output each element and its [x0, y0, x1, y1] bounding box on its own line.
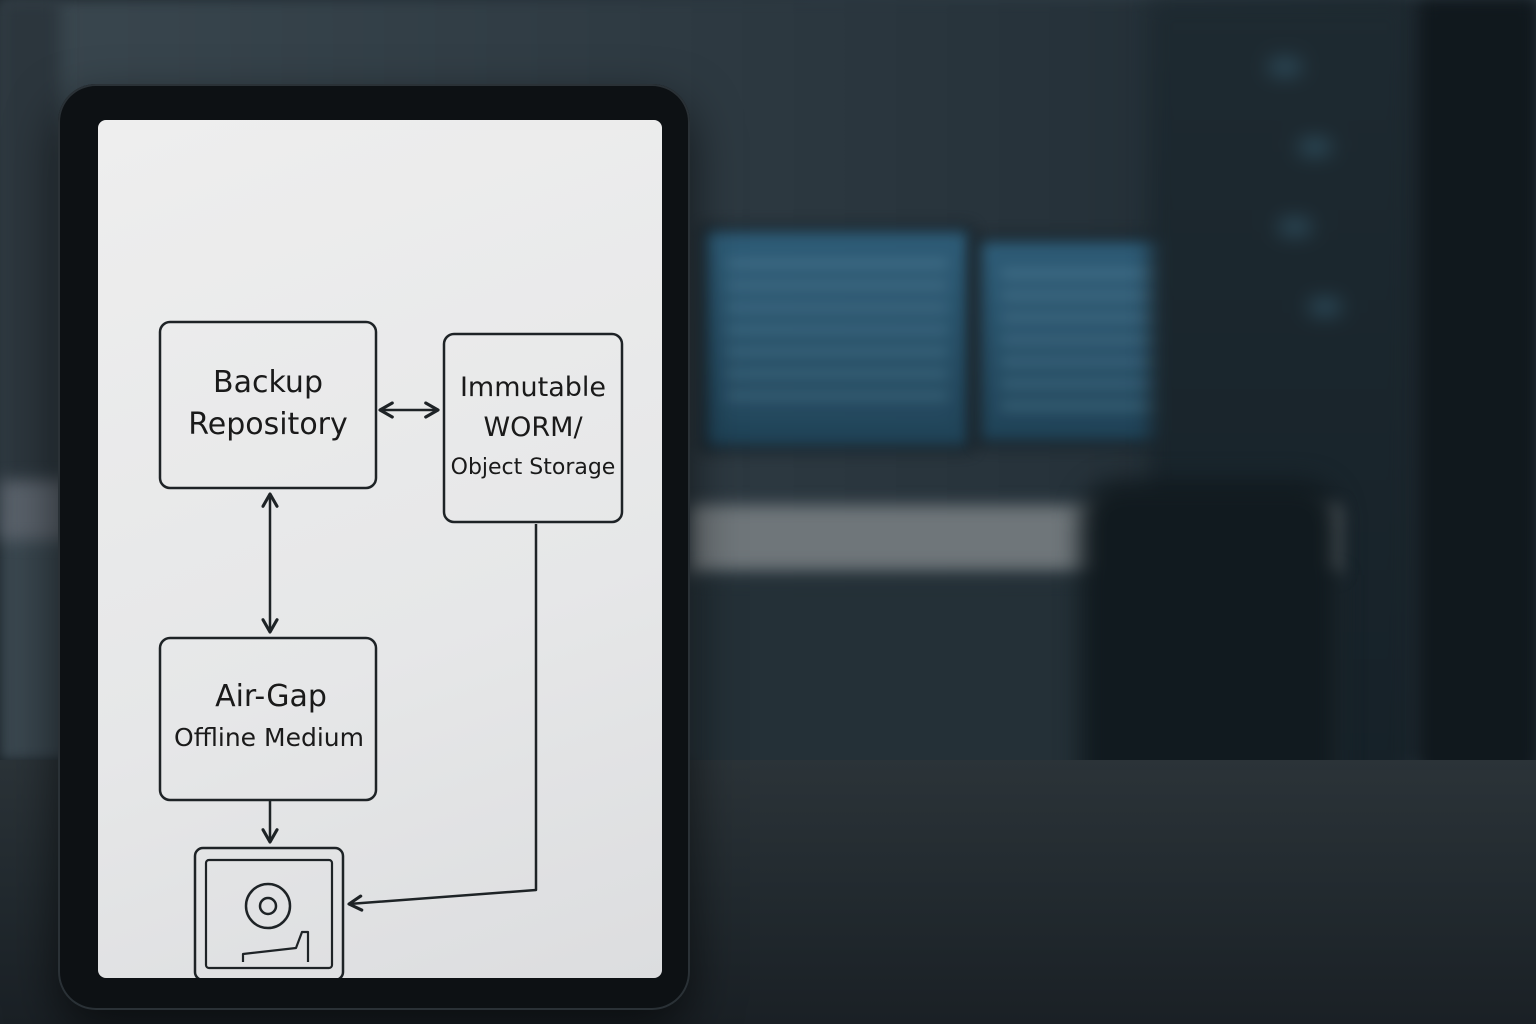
background-window: [0, 0, 60, 520]
node-air-gap[interactable]: Air-Gap Offline Medium: [158, 636, 378, 802]
node-immutable-storage[interactable]: Immutable WORM/ Object Storage: [442, 332, 624, 524]
background-monitor-left: [700, 225, 974, 452]
node-backup-repository[interactable]: Backup Repository: [158, 320, 378, 490]
tablet-device: Backup Repository Immutable WORM/ Object…: [58, 84, 690, 1010]
backup-architecture-diagram: Backup Repository Immutable WORM/ Object…: [158, 320, 624, 978]
backup-label-line1: Backup: [213, 365, 323, 400]
airgap-label-line1: Air-Gap: [215, 679, 327, 714]
immutable-label-line3: Object Storage: [451, 455, 616, 480]
immutable-label-line2: WORM/: [483, 412, 583, 443]
airgap-label-line2: Offline Medium: [174, 723, 364, 752]
tablet-screen: Backup Repository Immutable WORM/ Object…: [98, 120, 662, 978]
backup-label-line2: Repository: [188, 407, 348, 442]
disk-drive-icon[interactable]: [193, 846, 345, 978]
edge-immutable-disk: [347, 524, 538, 912]
immutable-label-line1: Immutable: [460, 372, 606, 403]
